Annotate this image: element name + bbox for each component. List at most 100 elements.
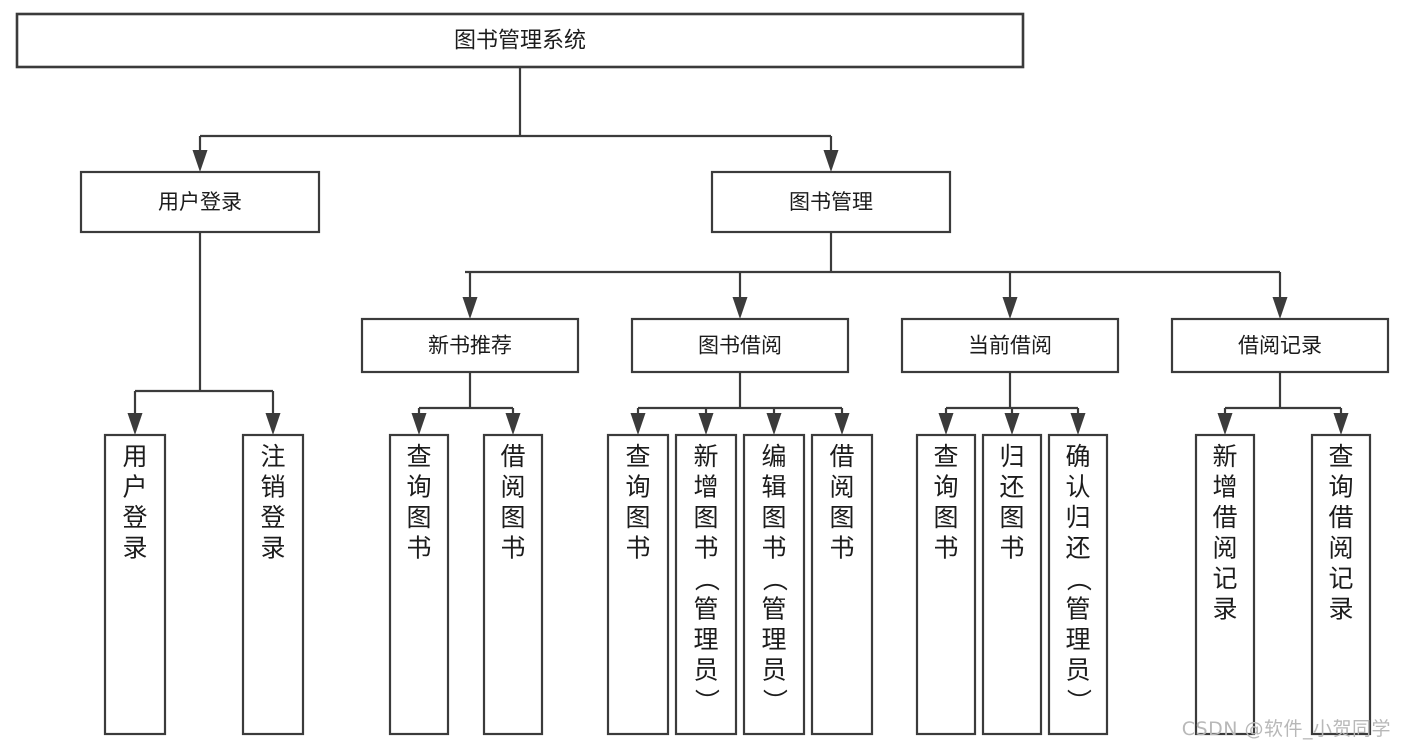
node-level2-3[interactable]: 借阅记录 — [1170, 317, 1390, 374]
level2-box[interactable] — [630, 317, 850, 374]
leaf-label-char: 归 — [1065, 503, 1090, 532]
leaf-label-char: 图 — [999, 503, 1024, 532]
leaf-label-char: 录 — [1212, 595, 1237, 624]
leaf-label-char: 书 — [625, 534, 650, 563]
leaf-label-char: 记 — [1212, 564, 1237, 593]
leaf-label-char: 图 — [933, 503, 958, 532]
leaf-label-char: 询 — [625, 473, 650, 502]
leaf-label-char: 图 — [406, 503, 431, 532]
leaf-label-char: 员 — [693, 656, 718, 685]
leaf-box[interactable] — [606, 433, 670, 736]
arrow-head-icon — [834, 413, 850, 435]
node-label: 用户登录 — [158, 190, 242, 214]
leaf-label-char: 书 — [829, 534, 854, 563]
leaf-label-char: 登 — [260, 503, 285, 532]
arrow-head-icon — [630, 413, 646, 435]
leaf-label-char: 书 — [693, 534, 718, 563]
arrow-head-icon — [192, 150, 208, 172]
leaf-box[interactable] — [1194, 433, 1256, 736]
leaf-label-char: 询 — [1328, 473, 1353, 502]
node-label: 当前借阅 — [968, 334, 1052, 358]
arrow-head-icon — [698, 413, 714, 435]
leaf-label-char: 户 — [122, 473, 147, 502]
leaf-label-char: 管 — [1065, 595, 1090, 624]
leaf-label-char: 编 — [761, 442, 786, 471]
leaf-label-char: 管 — [761, 595, 786, 624]
leaf-label-char: 新 — [1212, 442, 1237, 471]
level2-box[interactable] — [360, 317, 580, 374]
leaf-box[interactable] — [742, 433, 806, 736]
node-label: 图书管理 — [789, 190, 873, 214]
leaf-label-char: 图 — [500, 503, 525, 532]
level2-box[interactable] — [1170, 317, 1390, 374]
leaf-box[interactable] — [981, 433, 1043, 736]
leaf-label-char: 确 — [1065, 442, 1090, 471]
leaf-box[interactable] — [1310, 433, 1372, 736]
leaf-label-char: 还 — [1065, 534, 1090, 563]
leaf-box[interactable] — [482, 433, 544, 736]
level2-box[interactable] — [900, 317, 1120, 374]
arrow-head-icon — [1217, 413, 1233, 435]
node-label: 新书推荐 — [428, 334, 512, 358]
leaf-label-char: 查 — [406, 442, 431, 471]
leaf-label-char: ） — [1064, 688, 1093, 713]
leaf-label-char: 增 — [693, 473, 718, 502]
leaf-box[interactable] — [915, 433, 977, 736]
leaf-label-char: 理 — [693, 625, 718, 654]
arrow-head-icon — [265, 413, 281, 435]
leaf-label-char: 询 — [406, 473, 431, 502]
leaf-label-char: 理 — [761, 625, 786, 654]
leaf-box[interactable] — [388, 433, 450, 736]
leaf-label-char: 阅 — [829, 473, 854, 502]
leaf-label-char: 登 — [122, 503, 147, 532]
leaf-box[interactable] — [1047, 433, 1109, 736]
arrow-head-icon — [766, 413, 782, 435]
leaf-box[interactable] — [103, 433, 167, 736]
node-level2-0[interactable]: 新书推荐 — [360, 317, 580, 374]
leaf-box[interactable] — [241, 433, 305, 736]
leaf-label-char: 阅 — [1212, 534, 1237, 563]
leaf-label-char: 图 — [829, 503, 854, 532]
node-level2-1[interactable]: 图书借阅 — [630, 317, 850, 374]
leaf-label-char: 书 — [933, 534, 958, 563]
level1-box[interactable] — [710, 170, 952, 234]
arrow-head-icon — [1272, 297, 1288, 319]
leaf-label-char: 书 — [500, 534, 525, 563]
leaf-label-char: 书 — [999, 534, 1024, 563]
leaf-box[interactable] — [810, 433, 874, 736]
root-box[interactable] — [15, 12, 1025, 69]
node-level1-0[interactable]: 用户登录 — [79, 170, 321, 234]
node-level1-1[interactable]: 图书管理 — [710, 170, 952, 234]
arrow-head-icon — [1333, 413, 1349, 435]
leaf-label-char: （ — [1064, 566, 1093, 591]
node-level2-2[interactable]: 当前借阅 — [900, 317, 1120, 374]
leaf-label-char: 辑 — [761, 473, 786, 502]
node-root[interactable]: 图书管理系统 — [15, 12, 1025, 69]
leaf-label-char: 认 — [1065, 473, 1090, 502]
arrow-head-icon — [1070, 413, 1086, 435]
leaf-label-char: 图 — [761, 503, 786, 532]
level1-box[interactable] — [79, 170, 321, 234]
leaf-label-char: 注 — [260, 442, 285, 471]
leaf-label-char: 录 — [260, 534, 285, 563]
leaf-label-char: 借 — [500, 442, 525, 471]
node-leaf-0[interactable]: 用户登录 — [103, 433, 167, 736]
leaf-box[interactable] — [674, 433, 738, 736]
arrow-head-icon — [1004, 413, 1020, 435]
arrow-head-icon — [823, 150, 839, 172]
leaf-label-char: 员 — [761, 656, 786, 685]
leaf-label-char: 阅 — [500, 473, 525, 502]
